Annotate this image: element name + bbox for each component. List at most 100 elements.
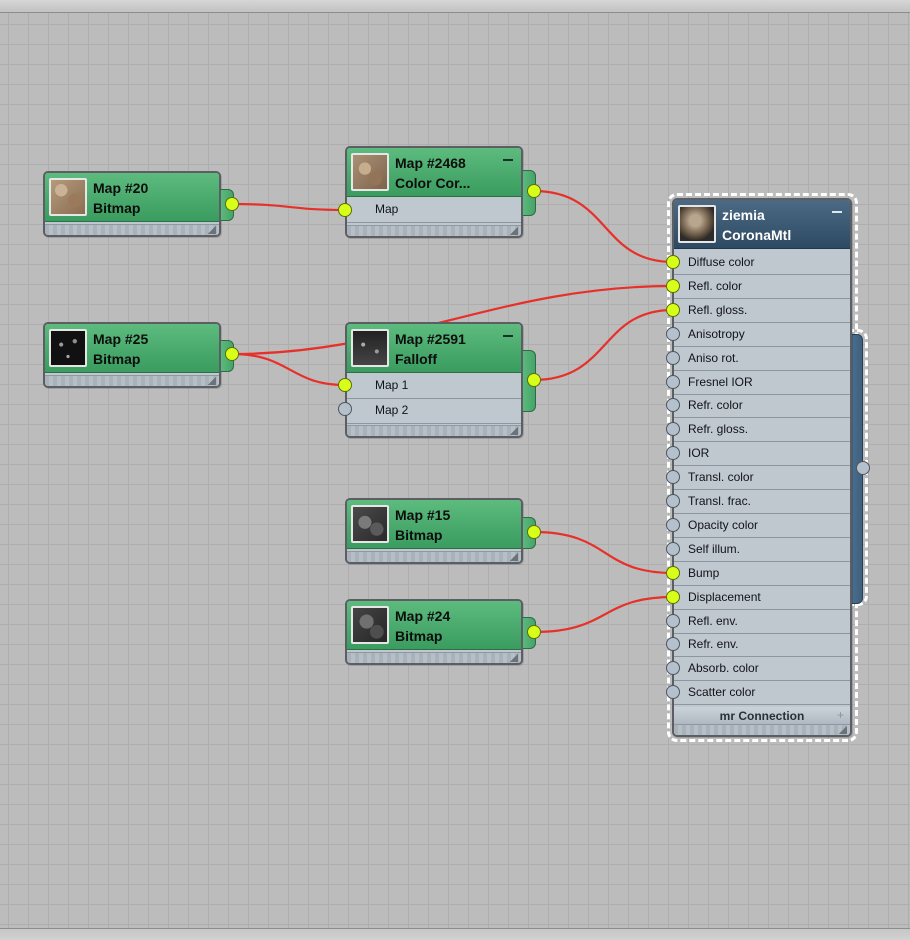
output-port-map15[interactable] — [527, 525, 541, 539]
node-map2468[interactable]: Map #2468 Color Cor... Map — [345, 146, 523, 238]
wire-map20-to-map2468[interactable] — [230, 202, 347, 212]
material-slot-self-illum[interactable]: Self illum. — [674, 538, 850, 562]
collapse-icon[interactable] — [832, 211, 842, 213]
output-port-map2468[interactable] — [527, 184, 541, 198]
view-bottom-bar — [0, 928, 910, 940]
node-type: Bitmap — [395, 628, 443, 644]
mr-connection-label: mr Connection — [719, 709, 805, 723]
node-map2591[interactable]: Map #2591 Falloff Map 1 Map 2 — [345, 322, 523, 438]
node-footer — [45, 375, 219, 386]
texture-thumbnail — [351, 329, 389, 367]
collapse-icon[interactable] — [503, 335, 513, 337]
material-slot-refr-color[interactable]: Refr. color — [674, 394, 850, 419]
input-port-aniso-rot[interactable] — [666, 350, 680, 365]
resize-grip-icon[interactable] — [510, 427, 518, 435]
node-header[interactable]: Map #20 Bitmap — [45, 173, 219, 222]
input-port-scatter-color[interactable] — [666, 685, 680, 700]
plus-icon[interactable]: + — [836, 708, 844, 722]
input-port-bump[interactable] — [666, 565, 680, 580]
mr-connection-bar[interactable]: mr Connection + — [674, 707, 850, 726]
node-type: Bitmap — [93, 351, 141, 367]
wire-map2468-to-diffuse[interactable] — [532, 189, 675, 264]
resize-grip-icon[interactable] — [208, 377, 216, 385]
node-type: Bitmap — [93, 200, 141, 216]
output-port-map2591[interactable] — [527, 373, 541, 387]
material-slot-ior[interactable]: IOR — [674, 442, 850, 467]
node-header[interactable]: Map #25 Bitmap — [45, 324, 219, 373]
resize-grip-icon[interactable] — [510, 227, 518, 235]
input-port-diffuse-color[interactable] — [666, 255, 680, 269]
input-port-transl-frac[interactable] — [666, 494, 680, 508]
slot-label: Aniso rot. — [688, 350, 739, 365]
node-map24[interactable]: Map #24 Bitmap — [345, 599, 523, 665]
material-slot-transl-frac[interactable]: Transl. frac. — [674, 490, 850, 514]
output-port-map24[interactable] — [527, 625, 541, 639]
output-port-map20[interactable] — [225, 197, 239, 211]
input-port-transl-color[interactable] — [666, 470, 680, 485]
material-slot-refr-env[interactable]: Refr. env. — [674, 633, 850, 658]
input-port-refr-color[interactable] — [666, 398, 680, 413]
input-port-refl-color[interactable] — [666, 278, 680, 293]
material-slot-bump[interactable]: Bump — [674, 562, 850, 586]
node-footer — [347, 425, 521, 436]
node-header[interactable]: Map #2591 Falloff — [347, 324, 521, 373]
node-map20[interactable]: Map #20 Bitmap — [43, 171, 221, 237]
input-port-refl-env[interactable] — [666, 613, 680, 628]
input-port-ior[interactable] — [666, 446, 680, 461]
material-type: CoronaMtl — [722, 227, 792, 243]
material-slot-displacement[interactable]: Displacement — [674, 586, 850, 610]
wire-map25-to-map2591[interactable] — [230, 352, 347, 387]
node-header[interactable]: Map #24 Bitmap — [347, 601, 521, 650]
wire-map24-to-displacement[interactable] — [532, 595, 675, 634]
resize-grip-icon[interactable] — [839, 726, 847, 734]
input-port-refr-gloss[interactable] — [666, 422, 680, 437]
input-port-displacement[interactable] — [666, 589, 680, 604]
slot-label: Opacity color — [688, 517, 759, 532]
resize-grip-icon[interactable] — [208, 226, 216, 234]
input-port-opacity-color[interactable] — [666, 517, 680, 532]
input-port-map-2[interactable] — [338, 402, 352, 416]
material-slot-refl-env[interactable]: Refl. env. — [674, 610, 850, 634]
node-map15[interactable]: Map #15 Bitmap — [345, 498, 523, 564]
slot-map-1[interactable]: Map 1 — [347, 374, 521, 399]
resize-grip-icon[interactable] — [510, 654, 518, 662]
resize-grip-icon[interactable] — [510, 553, 518, 561]
material-slot-opacity-color[interactable]: Opacity color — [674, 514, 850, 538]
material-slot-diffuse-color[interactable]: Diffuse color — [674, 251, 850, 275]
input-port-map[interactable] — [338, 203, 352, 217]
material-output-port[interactable] — [856, 461, 870, 475]
material-slot-anisotropy[interactable]: Anisotropy — [674, 323, 850, 347]
node-map25[interactable]: Map #25 Bitmap — [43, 322, 221, 388]
node-header[interactable]: Map #2468 Color Cor... — [347, 148, 521, 197]
material-slot-refl-gloss[interactable]: Refl. gloss. — [674, 299, 850, 323]
input-port-fresnel-ior[interactable] — [666, 374, 680, 389]
material-slot-refr-gloss[interactable]: Refr. gloss. — [674, 418, 850, 443]
slot-map-2[interactable]: Map 2 — [347, 399, 521, 424]
node-name: Map #2591 — [395, 331, 466, 347]
wire-map15-to-bump[interactable] — [532, 530, 675, 575]
material-slot-scatter-color[interactable]: Scatter color — [674, 681, 850, 706]
texture-thumbnail — [351, 606, 389, 644]
wire-map2591-to-refl-gloss[interactable] — [532, 308, 675, 382]
material-slot-aniso-rot[interactable]: Aniso rot. — [674, 347, 850, 371]
material-slot-absorb-color[interactable]: Absorb. color — [674, 657, 850, 682]
collapse-icon[interactable] — [503, 159, 513, 161]
input-port-refr-env[interactable] — [666, 637, 680, 652]
node-title: Map #2468 Color Cor... — [395, 153, 501, 193]
slot-label: Map 2 — [375, 403, 409, 417]
slot-map[interactable]: Map — [347, 198, 521, 223]
node-header[interactable]: Map #15 Bitmap — [347, 500, 521, 549]
input-port-absorb-color[interactable] — [666, 661, 680, 676]
output-port-map25[interactable] — [225, 347, 239, 361]
input-port-anisotropy[interactable] — [666, 326, 680, 341]
slot-label: Refr. color — [688, 398, 743, 413]
material-slot-fresnel-ior[interactable]: Fresnel IOR — [674, 371, 850, 395]
node-header[interactable]: ziemia CoronaMtl — [674, 200, 850, 249]
slot-label: Fresnel IOR — [688, 374, 753, 389]
material-slot-refl-color[interactable]: Refl. color — [674, 275, 850, 299]
input-port-map-1[interactable] — [338, 378, 352, 392]
input-port-self-illum[interactable] — [666, 541, 680, 556]
input-port-refl-gloss[interactable] — [666, 302, 680, 317]
material-slot-transl-color[interactable]: Transl. color — [674, 466, 850, 491]
